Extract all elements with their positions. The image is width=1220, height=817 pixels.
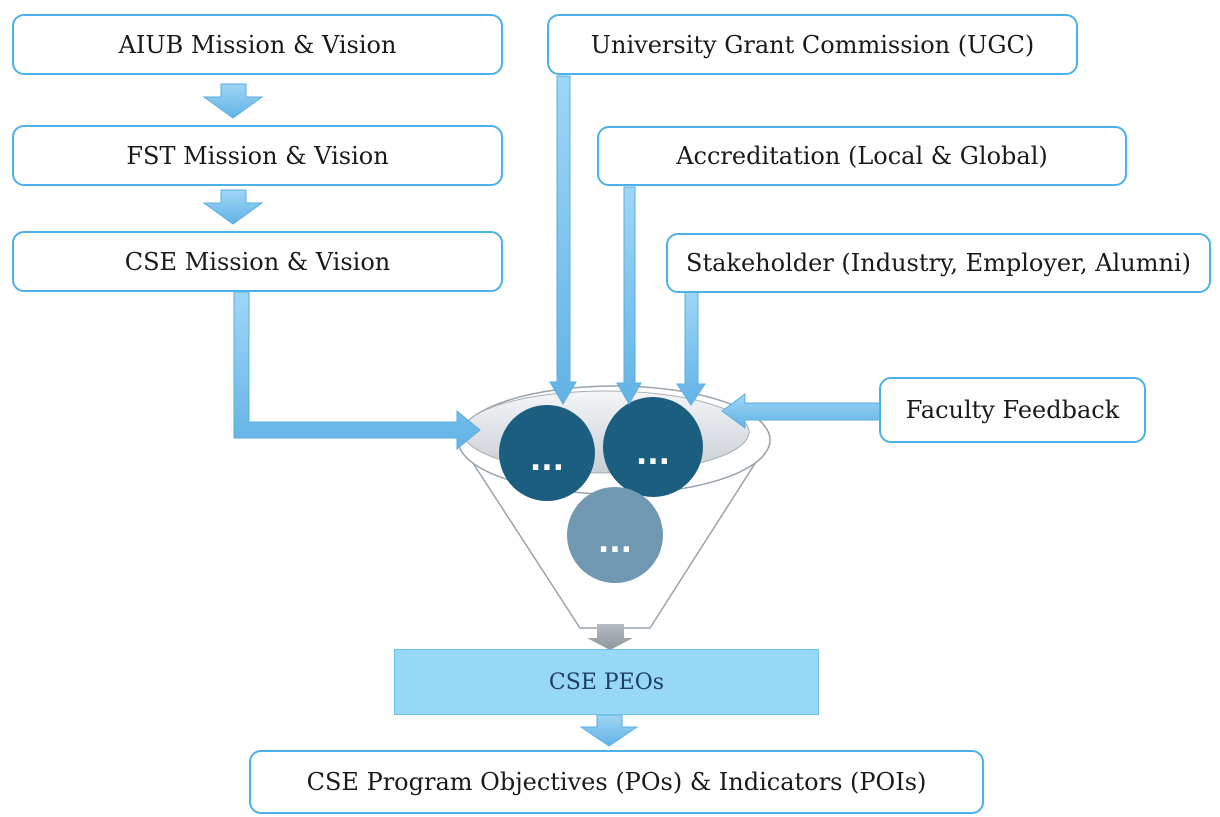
- accreditation-box: Accreditation (Local & Global): [597, 126, 1127, 186]
- cse-pos-box: CSE Program Objectives (POs) & Indicator…: [249, 750, 984, 814]
- cse-peos-label: CSE PEOs: [548, 669, 665, 695]
- down-arrow-aiub-fst: [202, 83, 264, 119]
- ugc-box: University Grant Commission (UGC): [547, 14, 1078, 75]
- faculty-feedback-box: Faculty Feedback: [879, 377, 1146, 443]
- arrow-peos-to-pos: [579, 714, 639, 747]
- fst-mission-label: FST Mission & Vision: [126, 141, 389, 170]
- aiub-mission-box: AIUB Mission & Vision: [12, 14, 503, 75]
- accreditation-label: Accreditation (Local & Global): [676, 142, 1048, 170]
- ugc-label: University Grant Commission (UGC): [590, 30, 1035, 59]
- arrow-ugc-to-funnel: [549, 75, 577, 405]
- cse-mission-box: CSE Mission & Vision: [12, 231, 503, 292]
- stakeholder-label: Stakeholder (Industry, Employer, Alumni): [686, 249, 1191, 277]
- faculty-feedback-label: Faculty Feedback: [905, 396, 1120, 424]
- stakeholder-box: Stakeholder (Industry, Employer, Alumni): [666, 233, 1211, 293]
- cse-pos-label: CSE Program Objectives (POs) & Indicator…: [306, 768, 927, 796]
- arrow-faculty-to-funnel: [721, 393, 881, 429]
- arrow-accreditation-to-funnel: [616, 186, 642, 406]
- funnel-output-arrow: [587, 624, 633, 650]
- circle-right: [603, 397, 703, 497]
- fst-mission-box: FST Mission & Vision: [12, 125, 503, 186]
- cse-mission-label: CSE Mission & Vision: [124, 247, 391, 276]
- circle-bottom: [567, 487, 663, 583]
- cse-peos-box: CSE PEOs: [394, 649, 819, 715]
- arrow-cse-to-funnel: [233, 291, 481, 451]
- down-arrow-fst-cse: [202, 189, 264, 225]
- aiub-mission-label: AIUB Mission & Vision: [118, 30, 397, 59]
- circle-right-label: ...: [636, 437, 670, 472]
- circle-left-label: ...: [530, 443, 564, 478]
- circle-bottom-label: ...: [598, 525, 632, 560]
- arrow-stakeholder-to-funnel: [676, 291, 706, 406]
- circle-left: [499, 405, 595, 501]
